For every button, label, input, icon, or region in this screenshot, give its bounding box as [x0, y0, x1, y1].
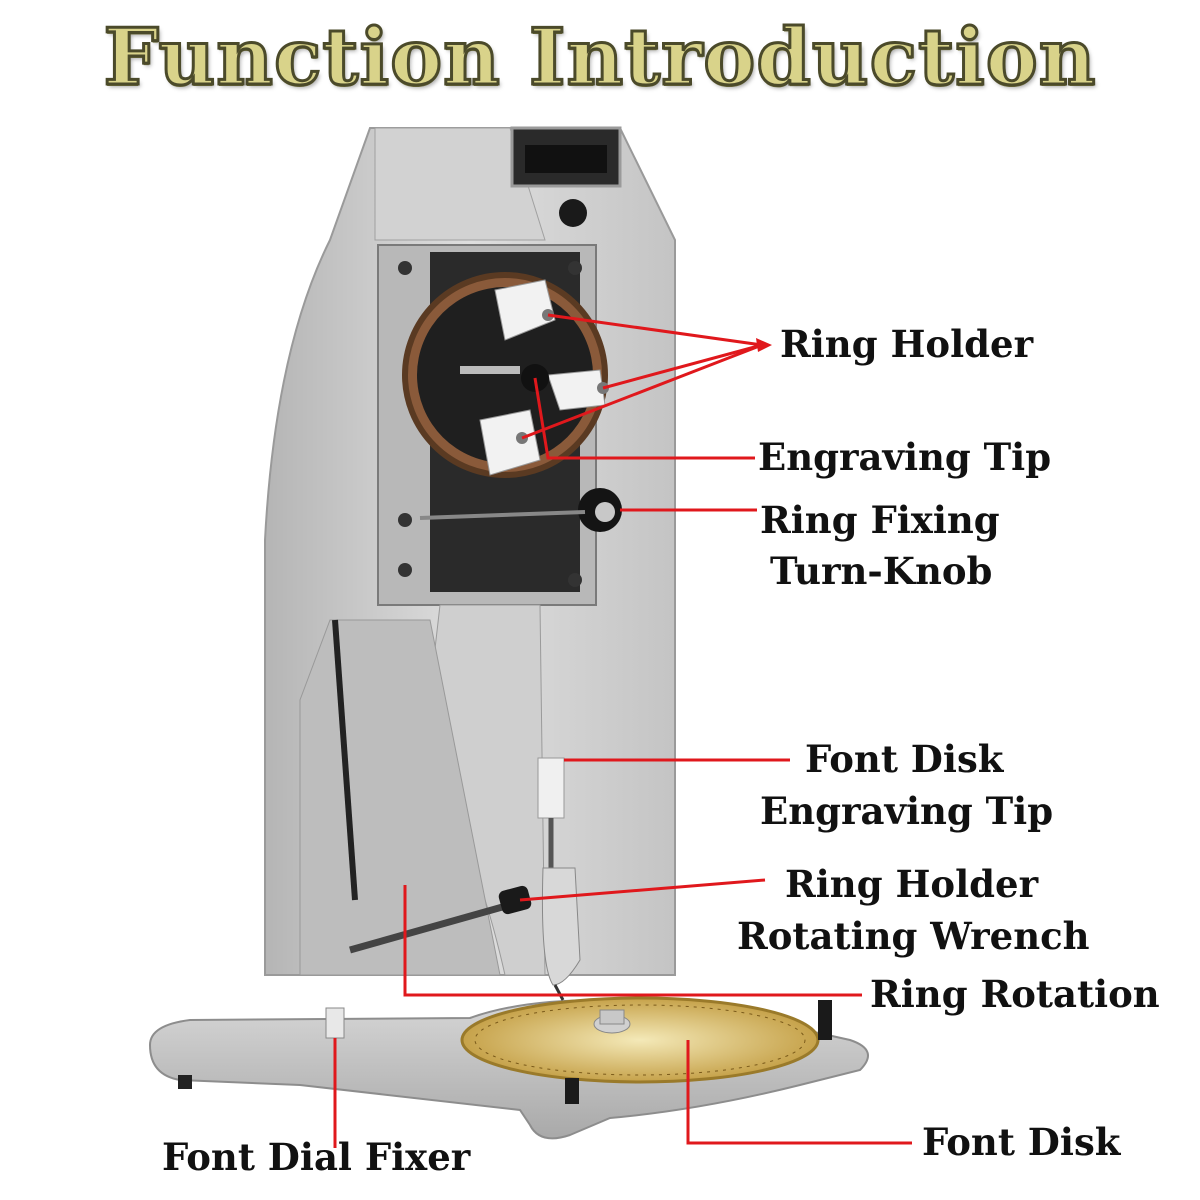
head-knob — [559, 199, 587, 227]
label-font-disk: Font Disk — [922, 1120, 1121, 1164]
font-disk — [460, 996, 820, 1084]
ring-holder-jaw-bottom — [479, 409, 541, 476]
label-ring-rotation: Ring Rotation — [870, 972, 1160, 1016]
base-foot — [178, 1075, 192, 1089]
label-font-disk-tip-line1: Font Disk — [805, 737, 1004, 781]
wrench-handle — [541, 867, 581, 986]
label-ring-holder: Ring Holder — [780, 322, 1034, 366]
label-font-disk-tip-line2: Engraving Tip — [760, 789, 1054, 833]
label-engraving-tip: Engraving Tip — [758, 435, 1052, 479]
ring-holder-jaw-top — [494, 279, 556, 341]
label-wrench-line2: Rotating Wrench — [737, 914, 1090, 958]
label-ring-fixing-line1: Ring Fixing — [760, 498, 1000, 542]
rotating-wrench-lever — [349, 898, 521, 954]
font-dial-fixer-post — [325, 1007, 345, 1039]
leader-lines — [333, 313, 912, 1148]
page-title: Function Introduction — [102, 11, 1097, 105]
label-wrench-line1: Ring Holder — [785, 862, 1039, 906]
label-ring-fixing-line2: Turn-Knob — [770, 549, 993, 593]
font-disk-engraving-tip — [537, 757, 565, 819]
label-font-dial-fixer: Font Dial Fixer — [162, 1135, 471, 1179]
